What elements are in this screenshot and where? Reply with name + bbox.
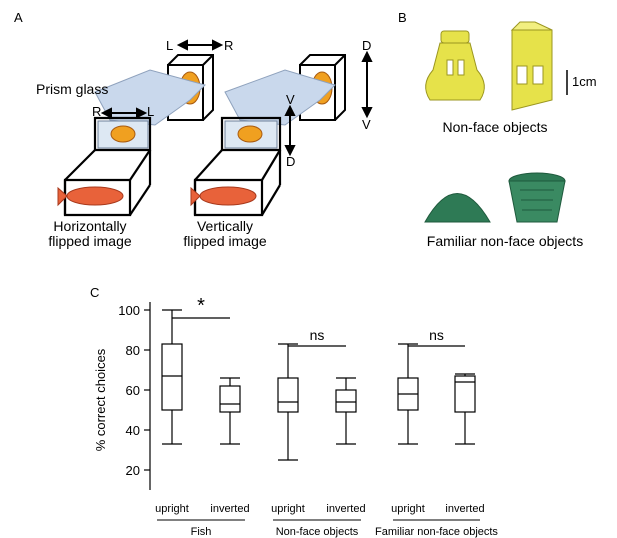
- prism-glass-label: Prism glass: [36, 81, 109, 97]
- significance-label: ns: [429, 327, 444, 343]
- box-iqr: [161, 343, 183, 411]
- fish-left-tail: [57, 186, 68, 207]
- fish-right-tail: [190, 186, 201, 207]
- group-label: Non-face objects: [276, 526, 359, 538]
- arrow-dv-right: [361, 50, 373, 119]
- y-tick-label: 20: [126, 463, 140, 478]
- y-tick-label: 80: [126, 343, 140, 358]
- dir-V-mid: V: [286, 92, 295, 107]
- familiar-objects-label: Familiar non-face objects: [426, 233, 584, 249]
- x-tick-label: upright: [391, 503, 425, 515]
- tank-near-left: [63, 116, 152, 217]
- dir-L-top: L: [166, 38, 174, 53]
- dir-R-top: R: [224, 38, 234, 53]
- yellow-bell-object: [425, 30, 485, 101]
- y-tick-label: 60: [126, 383, 140, 398]
- fish-reflection-right: [237, 125, 263, 143]
- panel-b-letter: B: [398, 10, 407, 25]
- box-iqr: [335, 389, 357, 413]
- group-label: Fish: [191, 526, 212, 538]
- caption-h-line1: Horizontally: [53, 218, 127, 234]
- dir-D-right: D: [362, 38, 372, 53]
- caption-v-line2: flipped image: [183, 233, 267, 249]
- x-tick-label: inverted: [326, 503, 365, 515]
- prism-right: [224, 69, 336, 126]
- y-tick-label: 40: [126, 423, 140, 438]
- dir-D-mid: D: [286, 154, 296, 169]
- caption-vertically: Vertically flipped image: [165, 219, 285, 249]
- box-iqr: [277, 377, 299, 413]
- dir-V-right: V: [362, 117, 371, 132]
- fish-reflection-left: [110, 125, 136, 143]
- prism-left: [94, 69, 206, 126]
- arrow-vd-mid: [284, 104, 296, 157]
- box-iqr: [454, 375, 476, 413]
- arrow-lr-top: [176, 39, 224, 51]
- arrow-rl-mid: [100, 107, 148, 119]
- x-tick-label: inverted: [210, 503, 249, 515]
- caption-h-line2: flipped image: [48, 233, 132, 249]
- x-tick-label: upright: [155, 503, 189, 515]
- caption-horizontally: Horizontally flipped image: [20, 219, 160, 249]
- dir-R-mid: R: [92, 104, 102, 119]
- box-iqr: [219, 385, 241, 413]
- green-mound-object: [424, 193, 491, 223]
- significance-label: *: [197, 295, 205, 317]
- yellow-prism-object: [510, 21, 553, 111]
- caption-v-line1: Vertically: [196, 218, 254, 234]
- nonface-objects-label: Non-face objects: [442, 119, 548, 135]
- panel-a-letter: A: [14, 10, 23, 25]
- significance-label: ns: [310, 327, 325, 343]
- panel-c-letter: C: [90, 285, 100, 300]
- green-basket-object: [508, 172, 566, 223]
- group-label: Familiar non-face objects: [375, 526, 498, 538]
- scale-bar-label: 1cm: [572, 74, 597, 89]
- x-tick-label: upright: [271, 503, 305, 515]
- y-tick-label: 100: [118, 303, 140, 318]
- x-tick-label: inverted: [445, 503, 484, 515]
- y-axis-label: % correct choices: [93, 348, 108, 451]
- dir-L-mid: L: [147, 104, 155, 119]
